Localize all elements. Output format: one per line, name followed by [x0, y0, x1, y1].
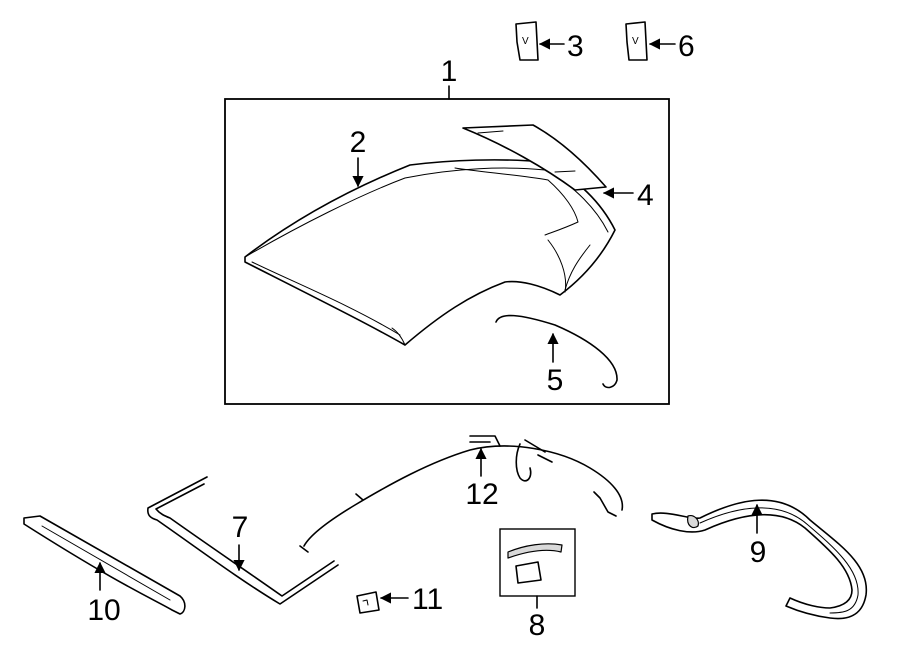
part-11-clip [356, 591, 380, 614]
callout-8: 8 [529, 609, 546, 642]
part-12-harness [299, 435, 624, 553]
callout-1: 1 [441, 55, 458, 88]
callout-11: 11 [412, 583, 443, 616]
callout-7: 7 [232, 511, 249, 544]
callout-9: 9 [750, 536, 767, 569]
part-6-clip: V [625, 21, 648, 61]
part-2-roof-shell [244, 159, 616, 346]
clip-3-mark: V [522, 36, 529, 47]
callout-4: 4 [637, 179, 654, 212]
callout-3: 3 [567, 30, 584, 63]
callout-12: 12 [465, 478, 498, 511]
callout-5: 5 [547, 364, 564, 397]
assembly-frame [224, 98, 670, 405]
part-8-kit: 8 [499, 528, 576, 642]
callout-2: 2 [350, 126, 367, 159]
part-4-rear-glass [462, 124, 607, 191]
callout-10: 10 [87, 594, 120, 627]
assembly-1-group: 1 [224, 55, 670, 405]
part-7-weatherstrip [147, 476, 339, 605]
clip-6-mark: V [632, 36, 639, 47]
part-9-bow [651, 499, 868, 620]
part-3-clip: V [515, 21, 539, 61]
callout-6: 6 [678, 30, 695, 63]
part-5-cable [495, 314, 618, 389]
